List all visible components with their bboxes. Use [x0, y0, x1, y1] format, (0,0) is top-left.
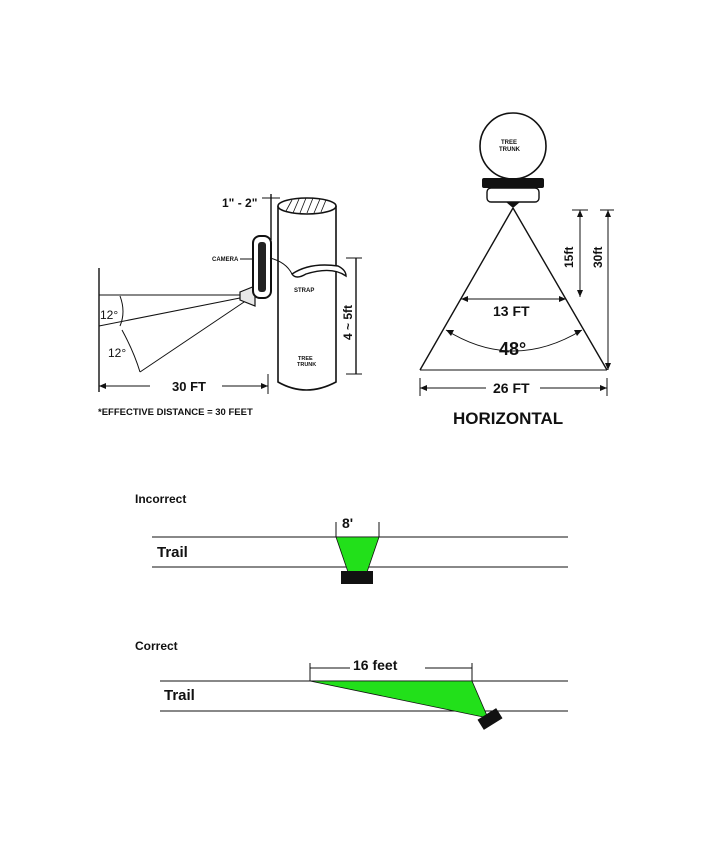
- top-camera-body: [487, 188, 539, 202]
- cone-right-edge: [513, 208, 607, 370]
- top-trunk-label-line2: TRUNK: [499, 147, 521, 153]
- trunk-label-line2: TRUNK: [297, 362, 316, 368]
- strap-label: STRAP: [294, 288, 314, 294]
- camera-panel: [258, 242, 266, 292]
- height-label: 4 ~ 5ft: [341, 305, 355, 340]
- correct-trail-label: Trail: [164, 687, 195, 704]
- incorrect-trail-label: Trail: [157, 544, 188, 561]
- top-trunk-label-line1: TREE: [501, 140, 517, 146]
- mid-width-label: 13 FT: [493, 303, 530, 319]
- camera-label: CAMERA: [212, 257, 239, 263]
- angle-label: 48°: [499, 339, 526, 359]
- top-view: TREE TRUNK 13 FT 48° 15ft 30ft: [420, 113, 614, 428]
- side-view: 12° 12° CAMERA 1" - 2" STRAP TREE TRUNK: [98, 194, 362, 418]
- top-strap: [482, 178, 544, 188]
- mid-distance-label: 15ft: [562, 247, 576, 268]
- correct-detection-zone: [310, 681, 488, 718]
- correct-heading: Correct: [135, 639, 178, 653]
- top-camera-lens: [506, 202, 520, 208]
- distance-label: 30 FT: [172, 379, 206, 394]
- angle-lower-label: 12°: [108, 346, 126, 360]
- incorrect-camera: [341, 571, 373, 584]
- full-width-label: 26 FT: [493, 380, 530, 396]
- incorrect-placement: Incorrect 8' Trail: [135, 492, 568, 584]
- correct-width-label: 16 feet: [353, 657, 398, 673]
- correct-placement: Correct 16 feet Trail: [135, 639, 568, 730]
- incorrect-heading: Incorrect: [135, 492, 186, 506]
- offset-label: 1" - 2": [222, 196, 257, 210]
- angle-upper-label: 12°: [100, 308, 118, 322]
- tree-trunk-circle: [480, 113, 546, 179]
- full-distance-label: 30ft: [591, 247, 605, 268]
- incorrect-width-label: 8': [342, 515, 353, 531]
- tree-trunk-top: [278, 198, 336, 214]
- horizontal-caption: HORIZONTAL: [453, 409, 563, 428]
- effective-distance-note: *EFFECTIVE DISTANCE = 30 FEET: [98, 407, 253, 418]
- sight-ray-lower: [140, 298, 250, 372]
